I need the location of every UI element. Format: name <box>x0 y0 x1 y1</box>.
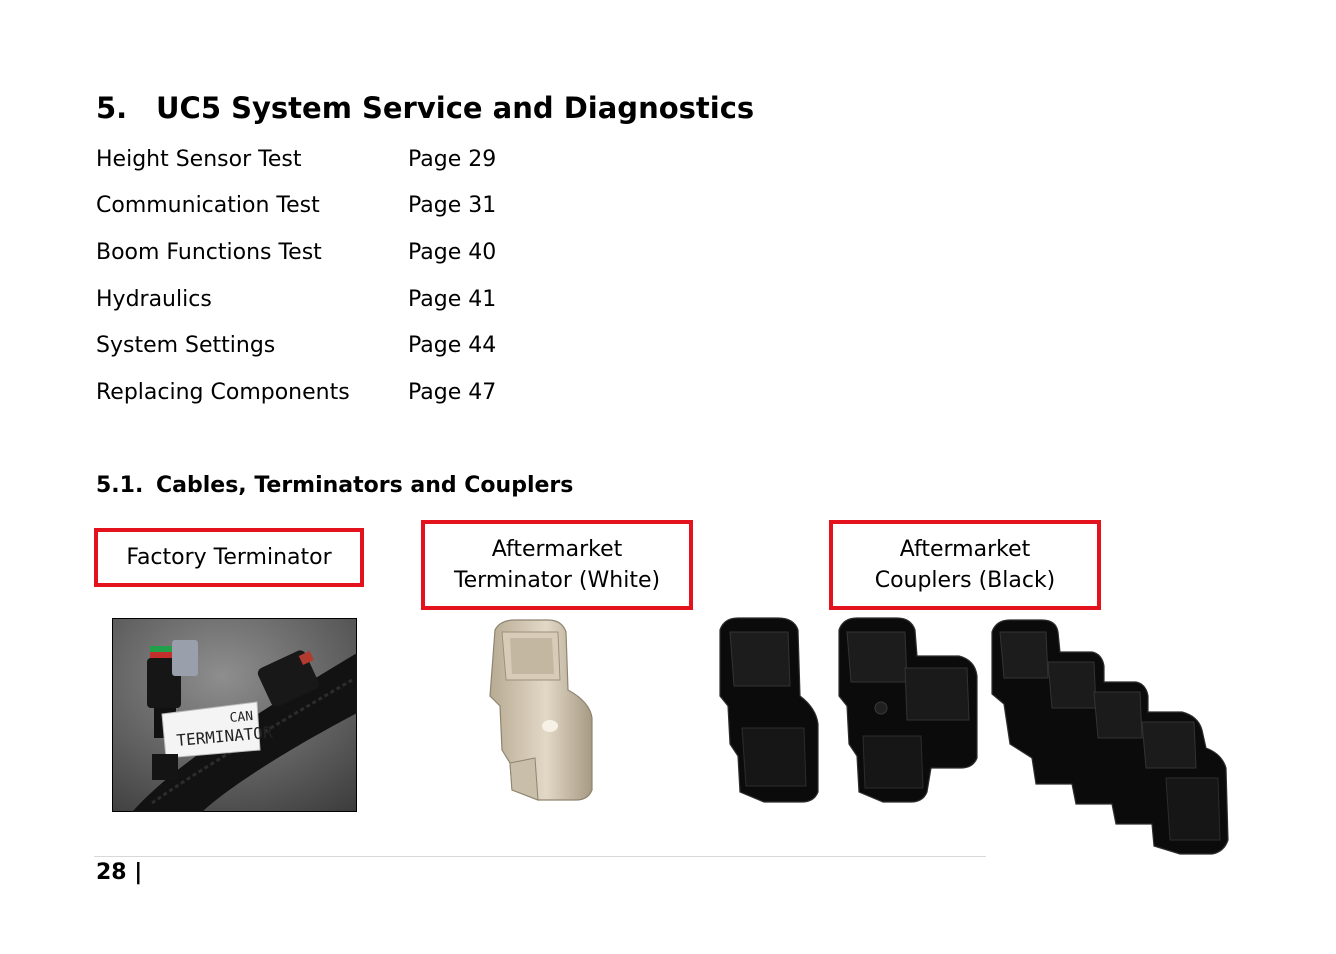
toc-title: Replacing Components <box>96 380 350 405</box>
toc-title: Communication Test <box>96 193 320 218</box>
section-number: 5. <box>96 91 128 125</box>
factory-terminator-text: Factory Terminator <box>126 545 332 570</box>
toc-page: Page 44 <box>408 333 497 358</box>
aftermarket-couplers-text-2: Couplers (Black) <box>874 568 1056 593</box>
aftermarket-couplers-label: Aftermarket Couplers (Black) <box>829 520 1101 610</box>
factory-terminator-photo: CAN TERMINATOR <box>112 618 357 812</box>
aftermarket-terminator-text-1: Aftermarket <box>491 537 623 562</box>
subsection-title: Cables, Terminators and Couplers <box>156 473 574 498</box>
toc-page: Page 40 <box>408 240 497 265</box>
black-coupler-quad-image <box>991 619 1229 855</box>
toc-page: Page 31 <box>408 193 497 218</box>
toc-page: Page 47 <box>408 380 497 405</box>
toc-title: System Settings <box>96 333 276 358</box>
section-title: UC5 System Service and Diagnostics <box>156 91 755 125</box>
aftermarket-terminator-label: Aftermarket Terminator (White) <box>421 520 693 610</box>
toc-page: Page 29 <box>408 147 497 172</box>
footer-divider <box>94 856 986 857</box>
toc-title: Height Sensor Test <box>96 147 302 172</box>
toc-page: Page 41 <box>408 287 497 312</box>
page-number: 28 | <box>96 860 143 885</box>
aftermarket-terminator-text-2: Terminator (White) <box>453 568 661 593</box>
toc-title: Boom Functions Test <box>96 240 322 265</box>
black-coupler-double-image <box>838 617 978 803</box>
factory-terminator-label: Factory Terminator <box>94 528 364 587</box>
black-coupler-single-image <box>719 617 819 803</box>
photo-tag-line1: CAN <box>229 709 254 726</box>
subsection-number: 5.1. <box>96 473 144 498</box>
toc-title: Hydraulics <box>96 287 212 312</box>
aftermarket-couplers-text-1: Aftermarket <box>899 537 1031 562</box>
white-terminator-image <box>489 619 593 801</box>
subsection-heading: 5.1. Cables, Terminators and Couplers <box>96 473 573 498</box>
section-heading: 5. UC5 System Service and Diagnostics <box>96 91 754 125</box>
